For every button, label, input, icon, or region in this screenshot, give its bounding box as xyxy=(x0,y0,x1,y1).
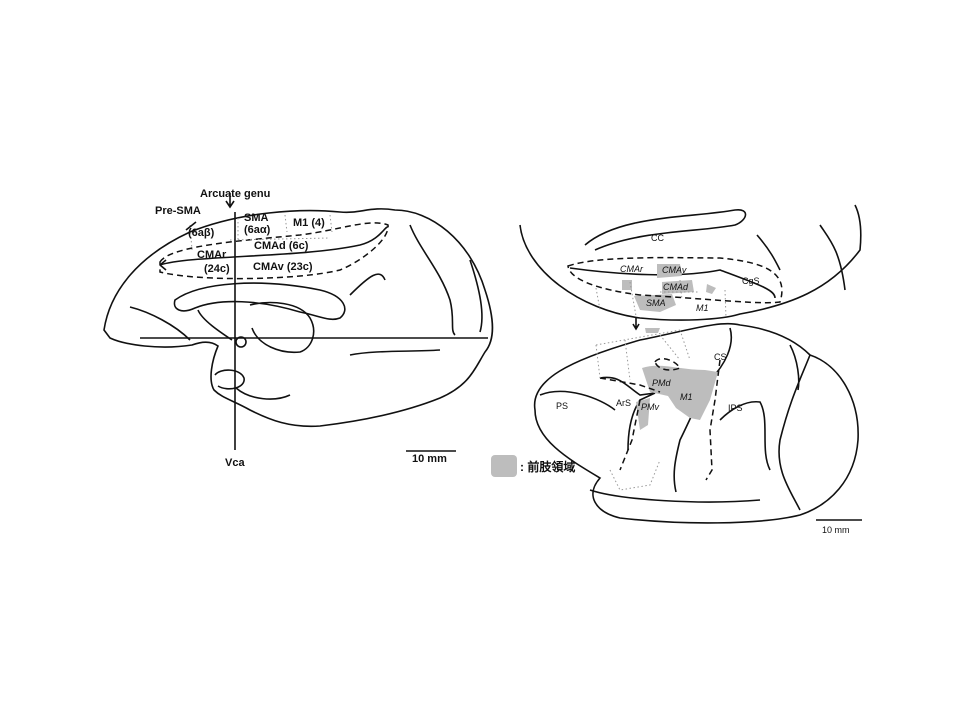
label-cgs: CgS xyxy=(742,276,760,286)
label-sma: SMA xyxy=(244,212,269,224)
label-cmav-medial: CMAv xyxy=(662,265,687,275)
arrow-icon xyxy=(632,318,640,331)
label-m1: M1 (4) xyxy=(293,217,325,229)
right-lateral-figure: CS PMd M1 ArS PMv PS IPS 10 mm xyxy=(533,322,862,535)
medial-brain-figure: Arcuate genu Pre-SMA (6aβ) SMA (6aα) M1 … xyxy=(103,188,494,469)
arrow-icon xyxy=(225,193,235,209)
label-m1-lateral: M1 xyxy=(680,392,693,402)
label-24c: (24c) xyxy=(204,263,230,275)
label-ips: IPS xyxy=(728,403,743,413)
corpus-callosum xyxy=(173,282,346,321)
label-6aa: (6aα) xyxy=(244,224,271,236)
label-cmar: CMAr xyxy=(197,249,227,261)
label-ps: PS xyxy=(556,401,568,411)
legend-label: : 前肢領域 xyxy=(520,459,575,474)
label-pmd: PMd xyxy=(652,378,672,388)
lateral-outline xyxy=(533,322,859,524)
label-sma-medial: SMA xyxy=(646,298,666,308)
label-cmav: CMAv (23c) xyxy=(253,261,313,273)
right-medial-figure: CC CMAr CMAv CMAd CgS SMA M1 xyxy=(519,204,862,333)
label-cmad: CMAd (6c) xyxy=(254,240,309,252)
label-m1-medial: M1 xyxy=(696,303,709,313)
label-cmad-medial: CMAd xyxy=(663,282,689,292)
brain-outline xyxy=(103,208,494,428)
label-arcuate-genu: Arcuate genu xyxy=(200,188,270,200)
label-vca: Vca xyxy=(225,457,245,469)
label-6ab: (6aβ) xyxy=(188,227,215,239)
scale-label-right: 10 mm xyxy=(822,525,850,535)
label-cc: CC xyxy=(651,233,664,243)
legend-swatch xyxy=(491,455,517,477)
label-ars: ArS xyxy=(616,398,631,408)
label-cmar-medial: CMAr xyxy=(620,264,644,274)
label-pre-sma: Pre-SMA xyxy=(155,205,201,217)
label-pmv: PMv xyxy=(641,402,660,412)
label-cs: CS xyxy=(714,352,727,362)
cingulate-motor-boundary xyxy=(159,222,389,280)
scale-label: 10 mm xyxy=(412,453,447,465)
medial-outline xyxy=(519,204,862,321)
legend: : 前肢領域 xyxy=(491,455,575,477)
